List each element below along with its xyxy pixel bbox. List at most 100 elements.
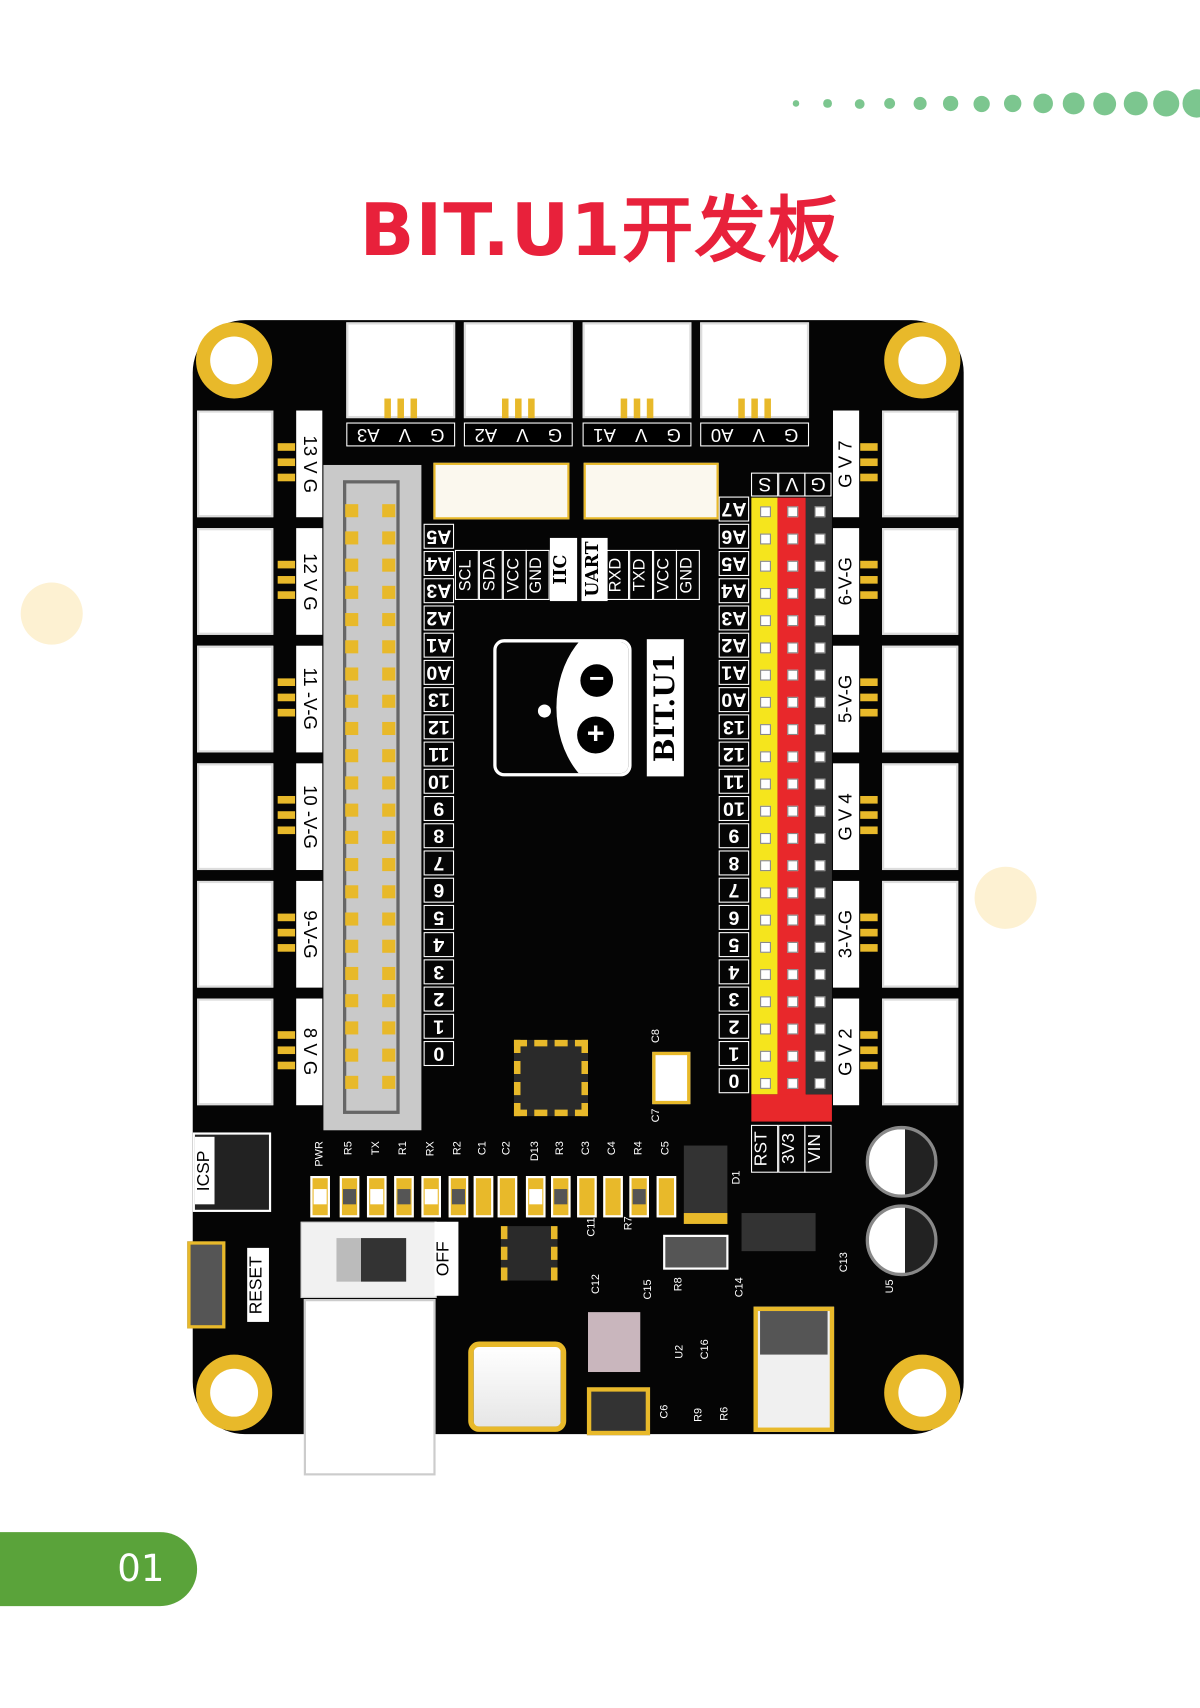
grove-connector [197, 763, 274, 871]
header-pad [345, 885, 359, 899]
header-pad [345, 776, 359, 790]
header-pin [787, 1050, 799, 1062]
decorative-circle [20, 582, 83, 645]
dot-icon [913, 96, 927, 110]
grove-connector [882, 528, 959, 635]
header-pin [814, 724, 826, 736]
pin [860, 811, 878, 819]
connector-label: 12 V G [296, 528, 323, 635]
header-pad [382, 858, 396, 872]
pin-label: A2 [474, 424, 498, 446]
pin-label: 10 [423, 768, 455, 794]
pin-label: A2 [718, 632, 750, 658]
pin [277, 1031, 296, 1039]
grove-connector [700, 322, 810, 419]
pin-label: A0 [718, 687, 750, 713]
pin-label: V [398, 424, 412, 446]
header-pin [814, 533, 826, 545]
grove-connector [197, 528, 274, 635]
pin-label: G [666, 424, 681, 446]
header-pin [787, 860, 799, 872]
header-pin [814, 941, 826, 953]
header-pin [814, 615, 826, 627]
pin [277, 560, 296, 569]
component-label: U5 [884, 1279, 897, 1294]
usb-b-port [303, 1299, 436, 1476]
pin-label: 9 [423, 795, 455, 822]
pin-label: 1 [423, 1013, 455, 1039]
component-label: R2 [451, 1141, 464, 1156]
power-label: VIN [805, 1124, 832, 1173]
pin [277, 795, 296, 804]
header-pin [787, 560, 799, 572]
header-pad [345, 640, 359, 654]
pin [860, 928, 878, 937]
pin-label: 4 [423, 932, 455, 958]
header-pin [787, 696, 799, 708]
power-switch[interactable] [300, 1221, 437, 1298]
component-label: R6 [718, 1406, 731, 1421]
header-pin [760, 506, 771, 518]
pin [860, 473, 878, 482]
reset-button[interactable] [187, 1241, 226, 1329]
page-title: BIT.U1开发板 [359, 188, 841, 273]
smd-component [421, 1176, 442, 1218]
component-label: C1 [476, 1141, 489, 1156]
connector-label: 6-V-G [833, 528, 860, 635]
pin-label: A4 [718, 578, 750, 604]
header-pad [345, 558, 359, 572]
pin-label: SCL [455, 549, 479, 600]
pin [277, 1046, 296, 1055]
component-label: C6 [658, 1404, 671, 1419]
component-label: R8 [672, 1277, 685, 1292]
switch-off-label: OFF [434, 1221, 459, 1296]
header-pin [760, 996, 771, 1008]
connector-label: 10 -V-G [296, 763, 323, 871]
header-pad [382, 830, 396, 844]
reset-label: RESET [247, 1247, 269, 1322]
pin [410, 398, 418, 419]
header-pad [345, 721, 359, 736]
smd-component [603, 1176, 623, 1218]
component-label: U2 [674, 1344, 687, 1359]
header-pin [814, 778, 826, 790]
pin-label: RXD [605, 549, 630, 600]
pin-label: 10 [718, 795, 750, 822]
pin-label: 0 [718, 1068, 750, 1094]
pin-label: G [430, 424, 445, 446]
pin [277, 443, 296, 451]
dot-icon [1123, 91, 1148, 116]
header-label: S [751, 472, 779, 497]
header-pin [814, 1023, 826, 1035]
header-pad [382, 640, 396, 654]
pin-label: A2 [423, 605, 455, 631]
grove-connector [197, 880, 274, 988]
header-pin [760, 969, 771, 981]
header-pin [760, 914, 771, 926]
smd-component [473, 1176, 494, 1218]
header-pad [345, 966, 359, 981]
diode-d1 [683, 1145, 728, 1224]
capacitor [865, 1204, 938, 1277]
header-pin [814, 669, 826, 681]
pin-label: TXD [629, 549, 653, 600]
pin [860, 1031, 878, 1039]
header-pad [382, 585, 396, 599]
header-pad [382, 504, 396, 518]
pin [764, 398, 771, 419]
component-label: C11 [585, 1217, 598, 1237]
component-label: TX [370, 1141, 383, 1156]
pin [397, 398, 404, 419]
header-pad [382, 721, 396, 736]
logo-icon: − + [493, 639, 632, 777]
grove-connector [882, 410, 959, 518]
header-pin [814, 805, 826, 817]
pin-label: 7 [423, 850, 455, 876]
header-pad [382, 749, 396, 763]
pin-label: 12 [423, 714, 455, 740]
dot-icon [1182, 89, 1200, 118]
header-pin [787, 724, 799, 736]
header-pin [814, 588, 826, 599]
component-label: C2 [500, 1141, 513, 1156]
